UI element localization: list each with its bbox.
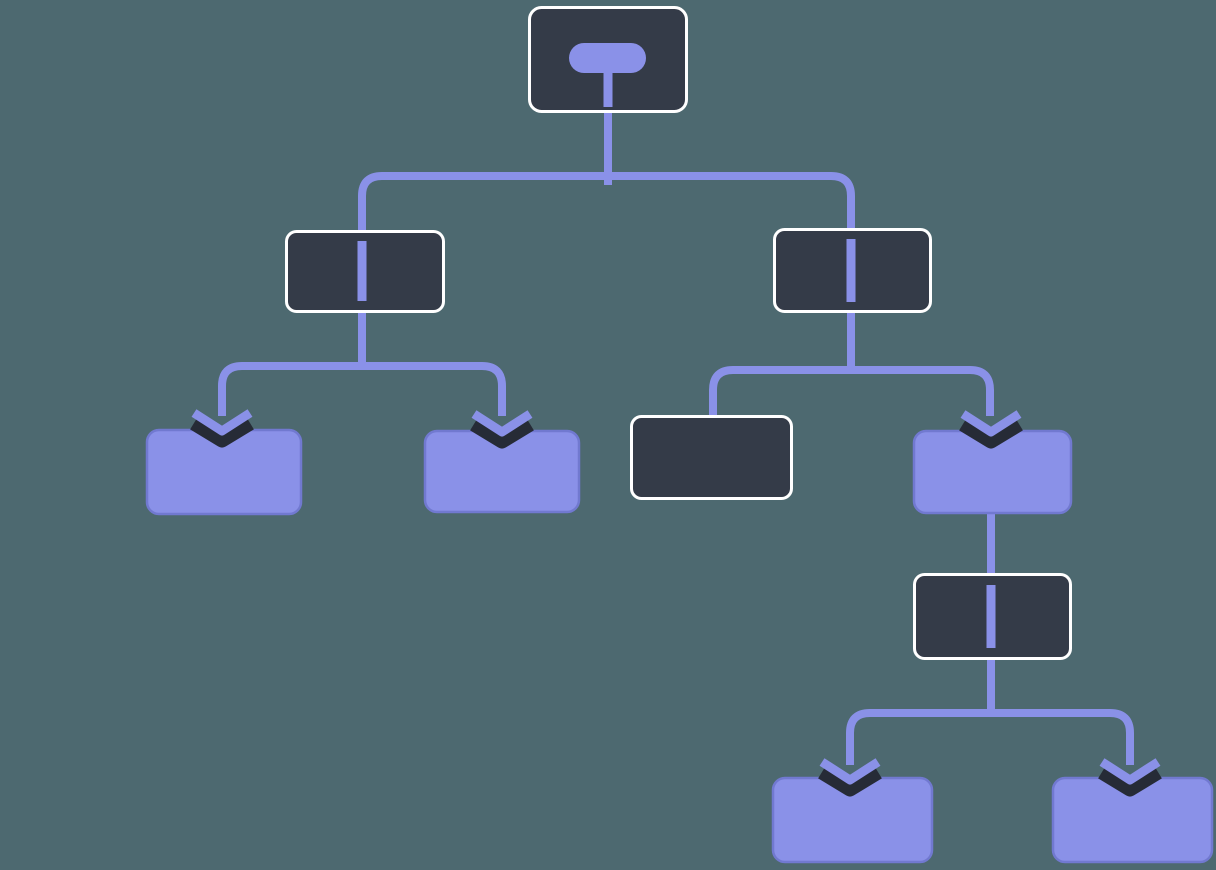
arrow-down-icon [470, 410, 534, 449]
arrow-down-icon [959, 410, 1023, 449]
node-root[interactable] [528, 6, 688, 113]
connector-right-subtree-branch [709, 366, 994, 420]
root-anchor-stem [603, 70, 613, 107]
root-anchor-pill [569, 43, 646, 73]
node-branch-right[interactable] [773, 228, 932, 313]
connector-bottom-subtree-branch [846, 709, 1134, 765]
arrow-down-icon [818, 758, 882, 797]
node-branch-bottom[interactable] [913, 573, 1072, 660]
node-branch-left[interactable] [285, 230, 445, 313]
node-dark-leaf[interactable] [630, 415, 793, 500]
root-anchor-icon [569, 43, 646, 107]
connector-left-subtree-branch [218, 362, 506, 416]
node-dark-leaf-card [630, 415, 793, 500]
arrow-down-icon [1098, 758, 1162, 797]
connector-level1-branch [358, 172, 855, 232]
arrow-down-icon [190, 409, 254, 448]
connectors [218, 110, 1134, 765]
